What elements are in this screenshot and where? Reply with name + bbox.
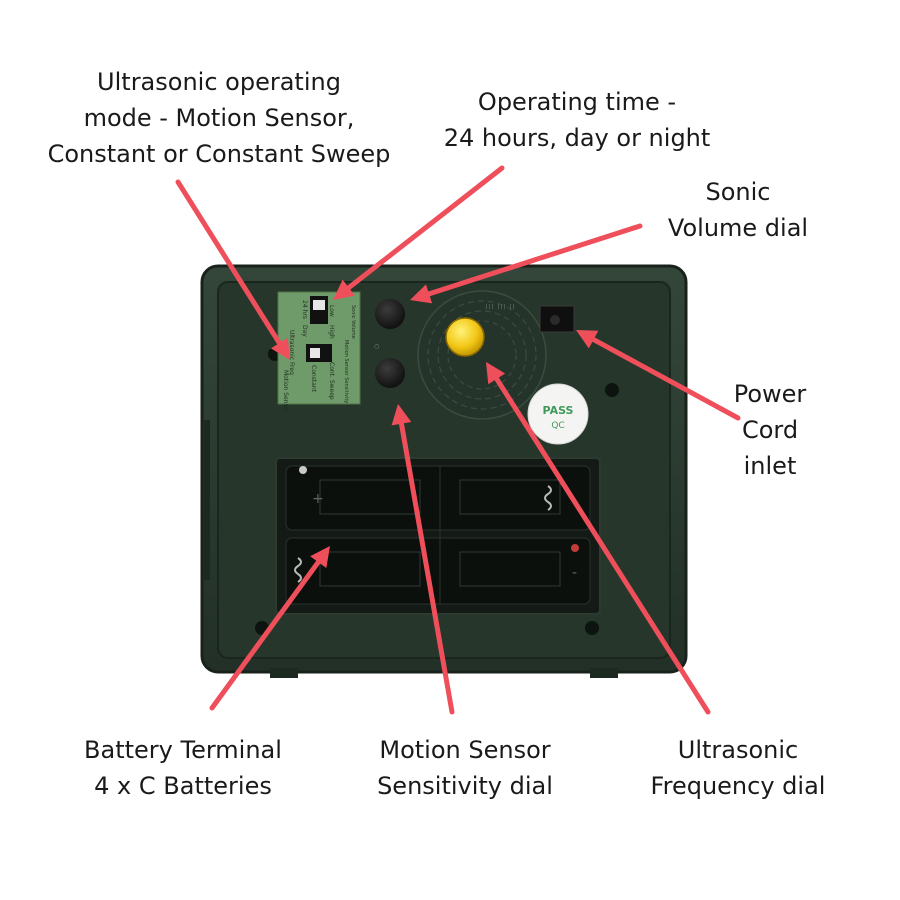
label-line: mode - Motion Sensor, (83, 104, 355, 132)
label-line: Cord (741, 416, 799, 444)
label-line: Sensitivity dial (377, 772, 553, 800)
pcb-label: Motion Sensor Sensitivity (343, 340, 349, 403)
case-foot-right (590, 668, 618, 678)
arrow-frequency-dial (486, 362, 711, 715)
qc-sticker: PASS QC (527, 383, 589, 445)
label-line: inlet (743, 452, 797, 480)
battery-plus-mark: + (312, 491, 324, 507)
label-line: 4 x C Batteries (94, 772, 272, 800)
arrow-operating-mode (175, 179, 290, 360)
label-motion-sensitivity: Motion Sensor Sensitivity dial (360, 732, 570, 804)
qc-pass-text: PASS (543, 404, 574, 417)
screw-hole (605, 383, 619, 397)
pcb-label: 24 hrs (301, 300, 308, 319)
screw-hole (585, 621, 599, 635)
label-line: Power (733, 380, 807, 408)
arrow-motion-sensitivity (391, 404, 455, 715)
qc-text: QC (551, 421, 564, 431)
motion-sensitivity-dial (375, 358, 405, 388)
pcb-label: Low (328, 305, 335, 317)
pcb-label: Day (301, 325, 308, 337)
power-inlet (539, 305, 575, 333)
speaker-grille (417, 290, 547, 420)
pcb-label: High (328, 325, 335, 339)
label-line: Motion Sensor (379, 736, 551, 764)
pcb-label: Ultrasonic Freq (288, 330, 295, 375)
pcb-label: Motion Sensor (282, 370, 289, 413)
label-sonic-volume: Sonic Volume dial (658, 174, 818, 246)
battery-compartment: + - (275, 457, 601, 615)
label-line: Sonic (705, 178, 771, 206)
label-power-cord: Power Cord inlet (715, 376, 825, 484)
arrow-battery-terminal (209, 546, 330, 711)
pcb-label: Constant (310, 365, 317, 393)
battery-minus-mark: - (572, 565, 577, 581)
arrow-power-inlet (576, 330, 741, 421)
pcb-label: Cont. Sweep (328, 362, 335, 400)
pcb-label: Sonic Volume (350, 305, 356, 339)
label-line: Frequency dial (650, 772, 826, 800)
svg-text:||| ||| ||: ||| ||| || (485, 304, 515, 310)
label-line: Ultrasonic operating (97, 68, 341, 96)
svg-text:○: ○ (374, 343, 379, 350)
label-operating-time: Operating time - 24 hours, day or night (438, 84, 716, 156)
arrow-sonic-volume (410, 223, 643, 304)
label-frequency-dial: Ultrasonic Frequency dial (638, 732, 838, 804)
label-battery-terminal: Battery Terminal 4 x C Batteries (70, 732, 296, 804)
label-line: Operating time - (477, 88, 677, 116)
mode-switch-board: Ultrasonic Freq Day 24 hrs Low High Moti… (277, 291, 361, 413)
sonic-volume-dial (375, 299, 405, 329)
label-line: Ultrasonic (677, 736, 799, 764)
label-line: Battery Terminal (84, 736, 282, 764)
label-operating-mode: Ultrasonic operating mode - Motion Senso… (20, 64, 418, 172)
frequency-dial-knob (445, 317, 485, 357)
label-line: Constant or Constant Sweep (47, 140, 391, 168)
arrow-operating-time (333, 165, 505, 300)
label-line: Volume dial (667, 214, 809, 242)
battery-spring (294, 485, 552, 583)
label-line: 24 hours, day or night (443, 124, 711, 152)
case-foot-left (270, 668, 298, 678)
